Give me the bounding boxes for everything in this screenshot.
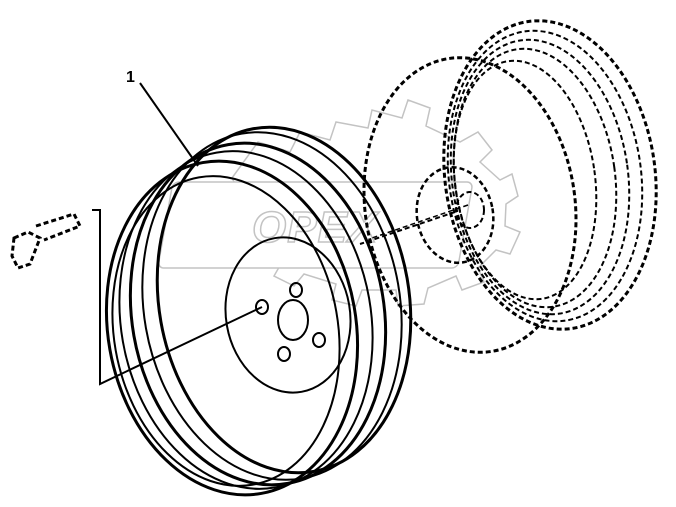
callout-1: 1 <box>126 69 199 167</box>
watermark-text: OPEX <box>252 203 380 252</box>
mating-hub-dashed <box>359 19 658 354</box>
pulley <box>104 125 413 497</box>
watermark-logo: OPEX <box>157 99 522 307</box>
callout-number: 1 <box>126 69 135 86</box>
bolt-dashed <box>10 209 263 386</box>
